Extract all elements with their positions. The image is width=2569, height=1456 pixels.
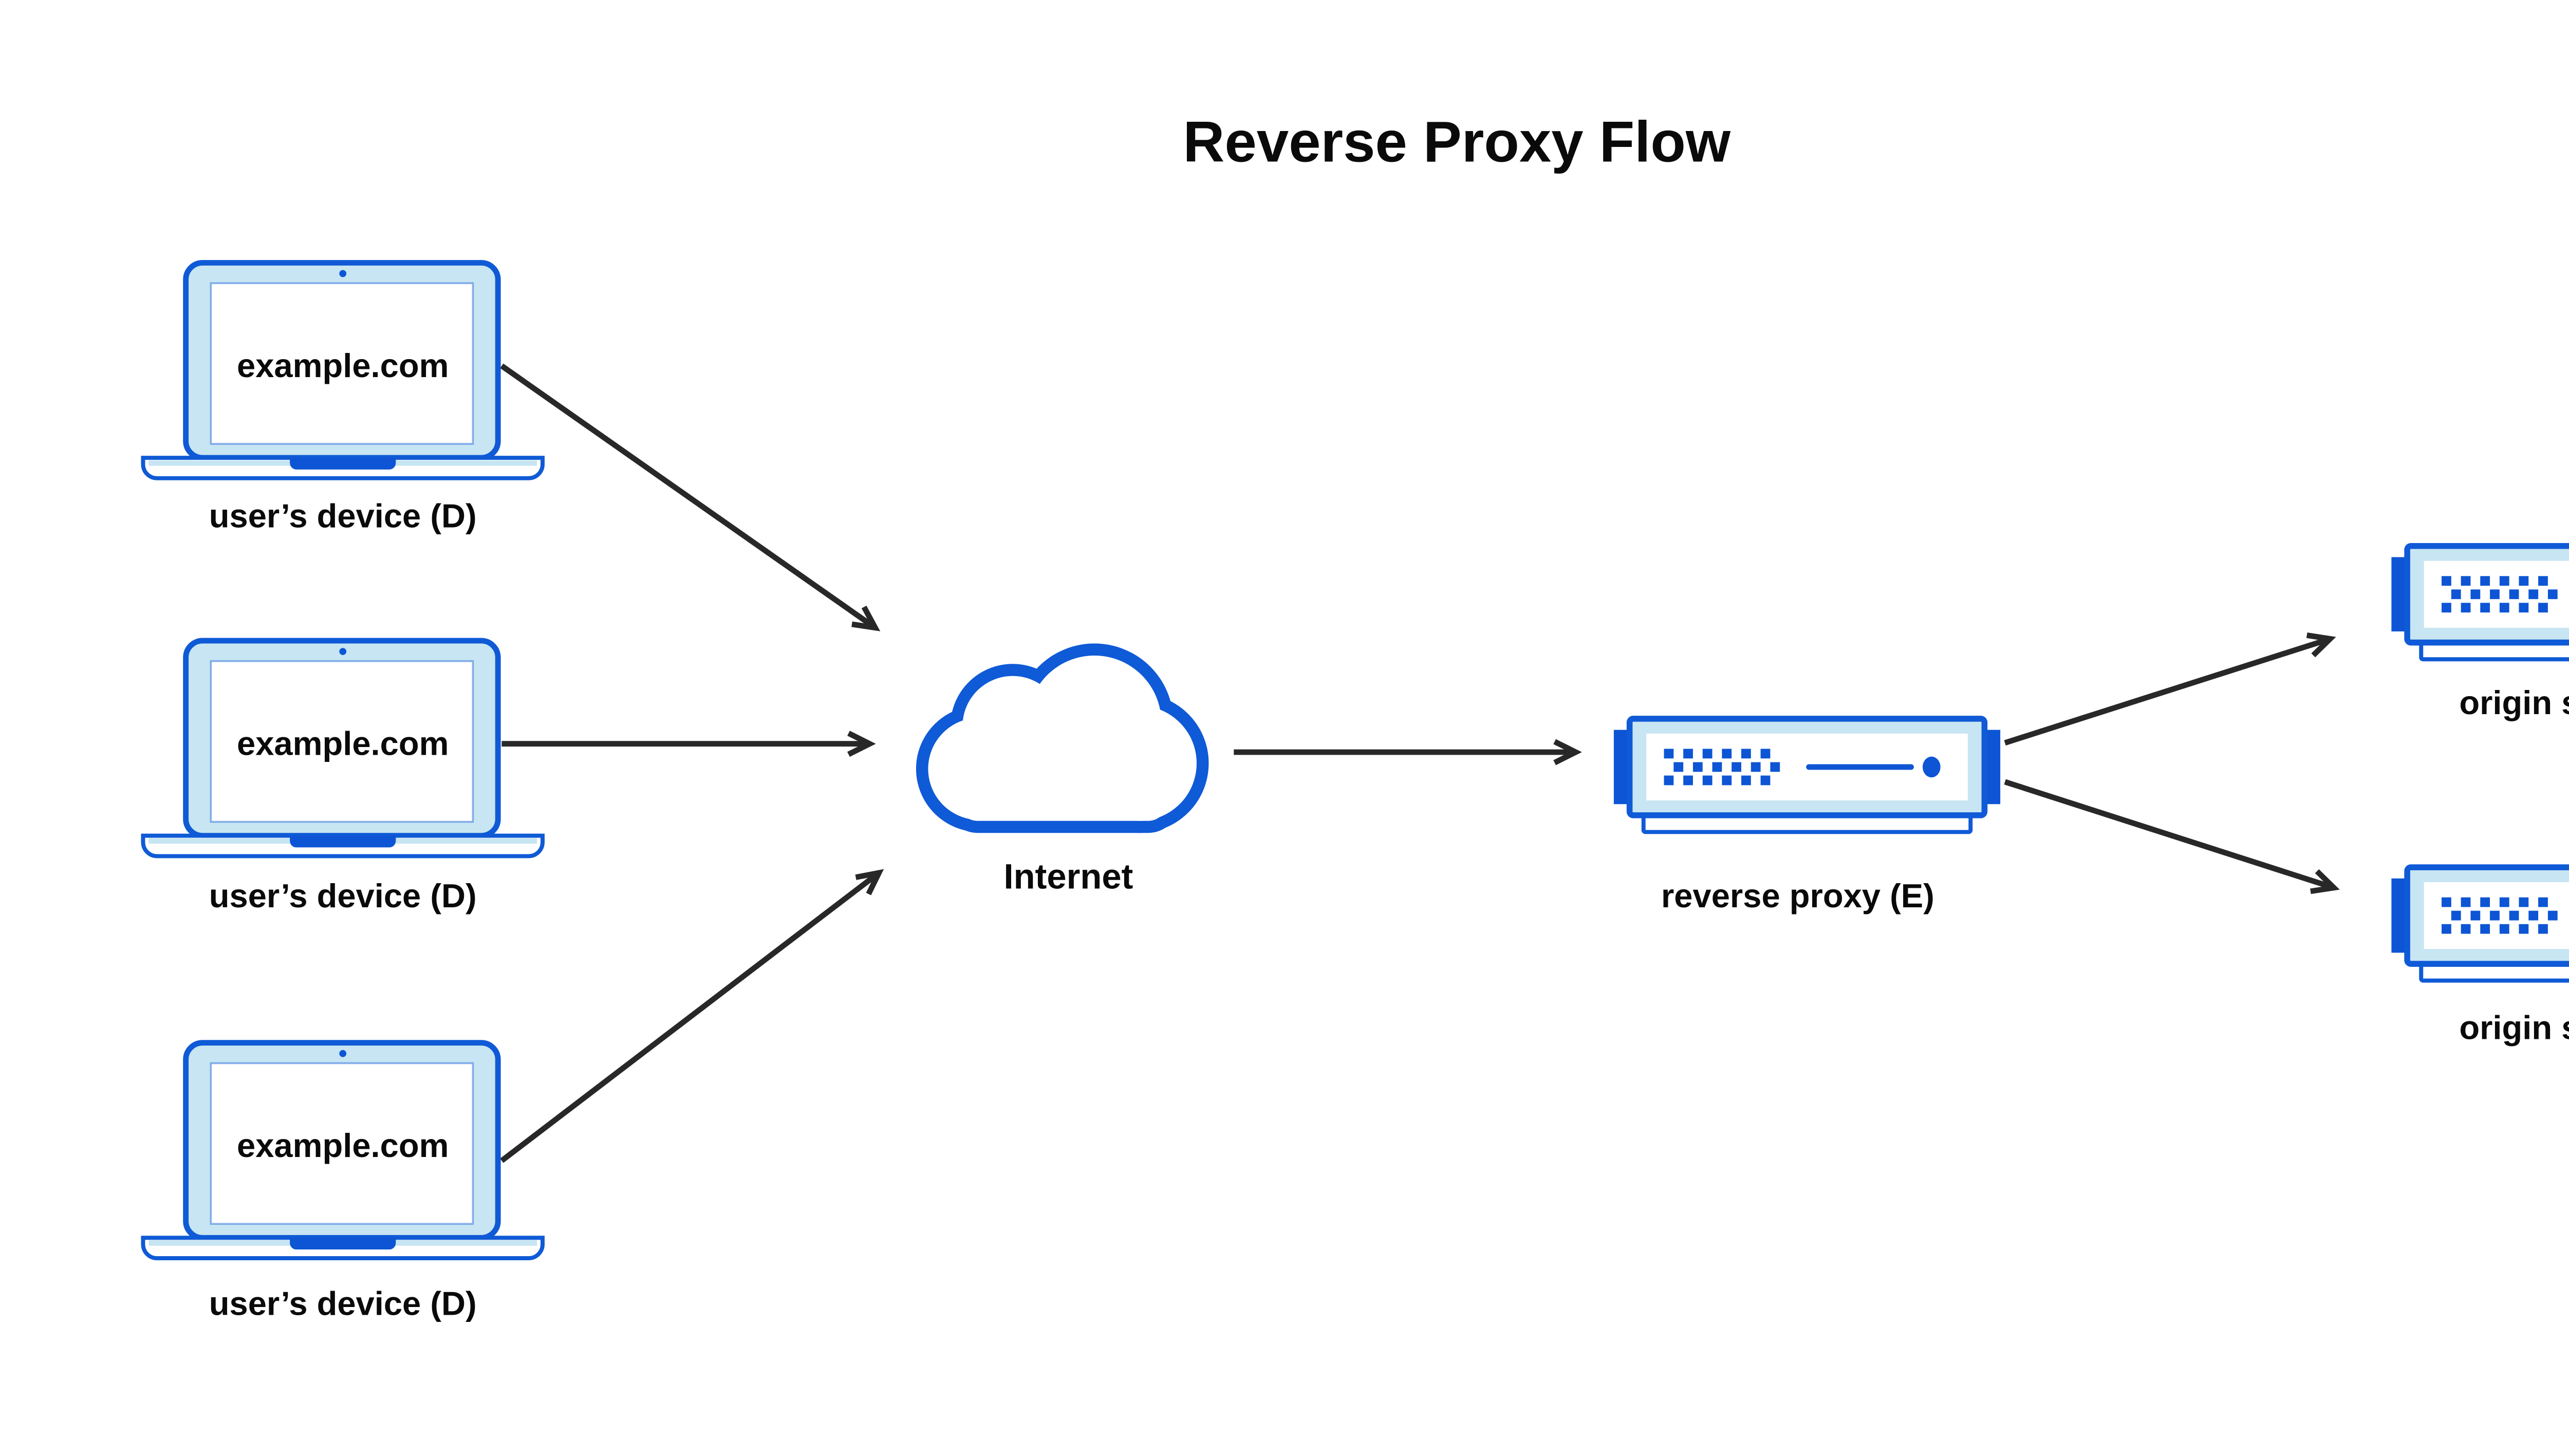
user-device-2: example.com user’s device (D) — [143, 641, 543, 914]
device3-label: user’s device (D) — [209, 1284, 477, 1322]
reverse-proxy-label: reverse proxy (E) — [1661, 877, 1934, 914]
cloud-icon — [916, 643, 1209, 833]
server-icon — [2391, 867, 2569, 981]
arrow-proxy-to-origin2 — [2004, 779, 2340, 894]
internet-label: Internet — [1003, 857, 1133, 897]
reverse-proxy-node: reverse proxy (E) — [1614, 719, 2000, 914]
origin2-label: origin server (F) — [2459, 1009, 2569, 1046]
arrow-device3-to-internet — [500, 869, 884, 1163]
internet-node: Internet — [916, 643, 1209, 897]
origin-server-2: origin server (F) — [2391, 867, 2569, 1046]
page-title: Reverse Proxy Flow — [1183, 110, 1731, 174]
user-device-3: example.com user’s device (D) — [143, 1043, 543, 1322]
server-icon — [2391, 546, 2569, 660]
device2-label: user’s device (D) — [209, 877, 477, 914]
arrow-proxy-to-origin1 — [2004, 632, 2336, 746]
user-device-1: example.com user’s device (D) — [143, 263, 543, 535]
origin-server-1: origin server (F) — [2391, 546, 2569, 721]
device1-label: user’s device (D) — [209, 497, 477, 535]
device1-screen-url: example.com — [237, 347, 449, 384]
device3-screen-url: example.com — [237, 1127, 449, 1164]
server-icon — [1614, 719, 2000, 832]
origin1-label: origin server (F) — [2459, 684, 2569, 721]
device2-screen-url: example.com — [237, 724, 449, 762]
arrow-device1-to-internet — [500, 363, 881, 631]
